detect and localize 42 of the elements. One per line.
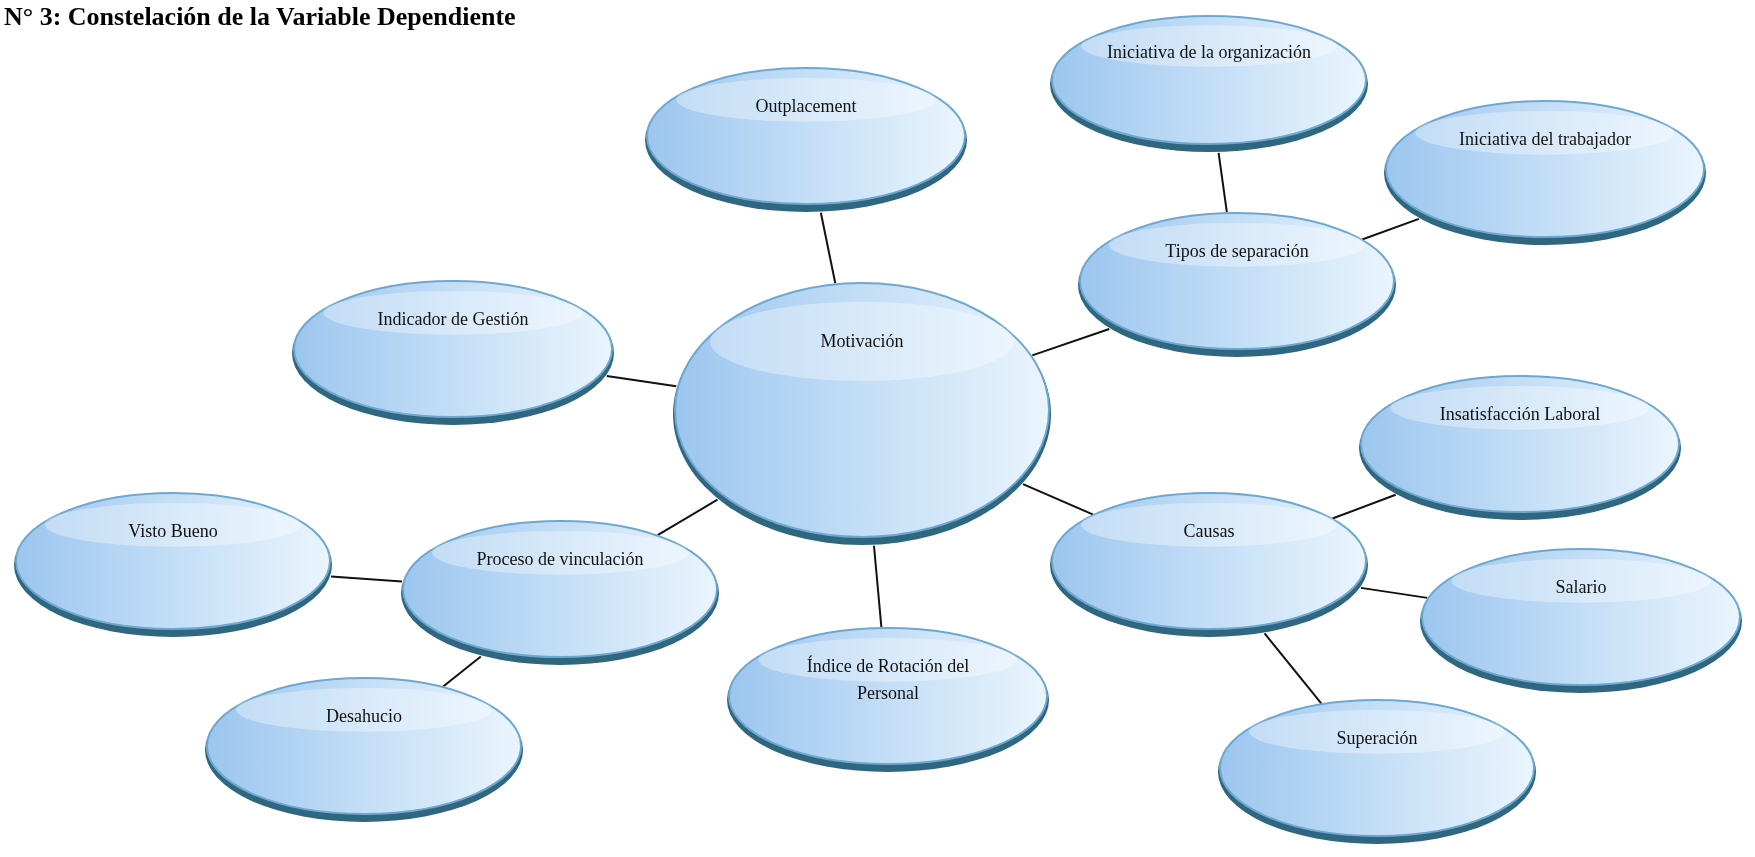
node-label: Salario: [1554, 575, 1608, 599]
ellipse-node: [1217, 699, 1537, 845]
connector-line: [1359, 586, 1429, 599]
connector-line: [442, 655, 482, 688]
ellipse-node: [1419, 548, 1743, 694]
connector-line: [1361, 217, 1420, 241]
node-label: Superación: [1335, 726, 1419, 750]
ellipse-node: [1049, 15, 1369, 153]
ellipse-node: [1049, 492, 1369, 638]
ellipse-node: [400, 520, 720, 666]
node-label: Insatisfacción Laboral: [1438, 402, 1602, 426]
ellipse-node: [204, 677, 524, 823]
node-label: Proceso de vinculación: [475, 547, 645, 571]
connector-line: [1263, 632, 1323, 705]
ellipse-node: [1383, 100, 1707, 246]
node-label: Outplacement: [754, 94, 858, 118]
diagram-title: N° 3: Constelación de la Variable Dependiente: [4, 2, 516, 32]
node-label: Desahucio: [325, 704, 403, 728]
node-label: Indicador de Gestión: [376, 307, 530, 331]
ellipse-node: [291, 280, 615, 426]
connector-line: [819, 211, 837, 285]
node-label: Visto Bueno: [127, 519, 219, 543]
connector-line: [656, 498, 719, 537]
ellipse-node: [1358, 375, 1682, 521]
node-label: Tipos de separación: [1164, 239, 1310, 263]
connector-line: [1022, 483, 1095, 516]
connector-line: [1217, 151, 1228, 214]
connector-line: [1031, 327, 1111, 357]
ellipse-node: [672, 282, 1052, 546]
ellipse-node: [726, 627, 1050, 773]
node-label: Iniciativa del trabajador: [1458, 127, 1632, 151]
ellipse-node: [13, 492, 333, 638]
connector-line: [873, 544, 883, 629]
connector-line: [330, 575, 403, 583]
connector-line: [605, 374, 678, 388]
node-label: Iniciativa de la organización: [1105, 41, 1313, 65]
node-label: Índice de Rotación del Personal: [805, 654, 971, 705]
connector-line: [1331, 493, 1397, 520]
ellipse-node: [1077, 212, 1397, 358]
ellipse-node: [644, 67, 968, 213]
node-label: Motivación: [819, 330, 905, 354]
node-label: Causas: [1182, 519, 1236, 543]
